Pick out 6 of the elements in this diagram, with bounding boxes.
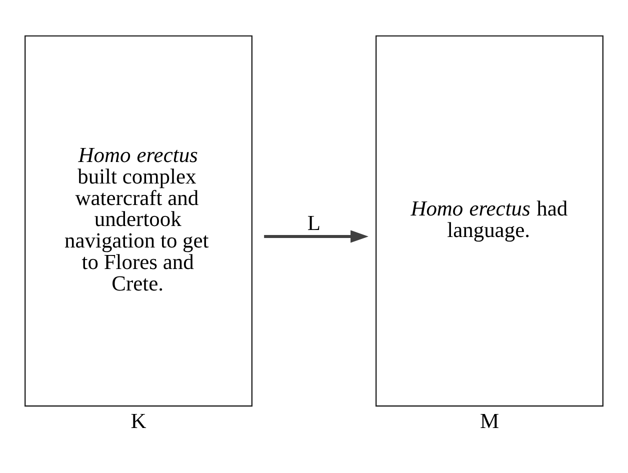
node-label: M <box>480 408 500 433</box>
node-label: K <box>130 408 146 433</box>
node-box: Homo erectus built complex watercraft and undertook navigation to get to Flores and Crete. <box>24 35 253 407</box>
arrow <box>264 230 368 243</box>
edge-label: L <box>307 210 321 235</box>
node-box: Homo erectus had language. <box>375 35 604 407</box>
